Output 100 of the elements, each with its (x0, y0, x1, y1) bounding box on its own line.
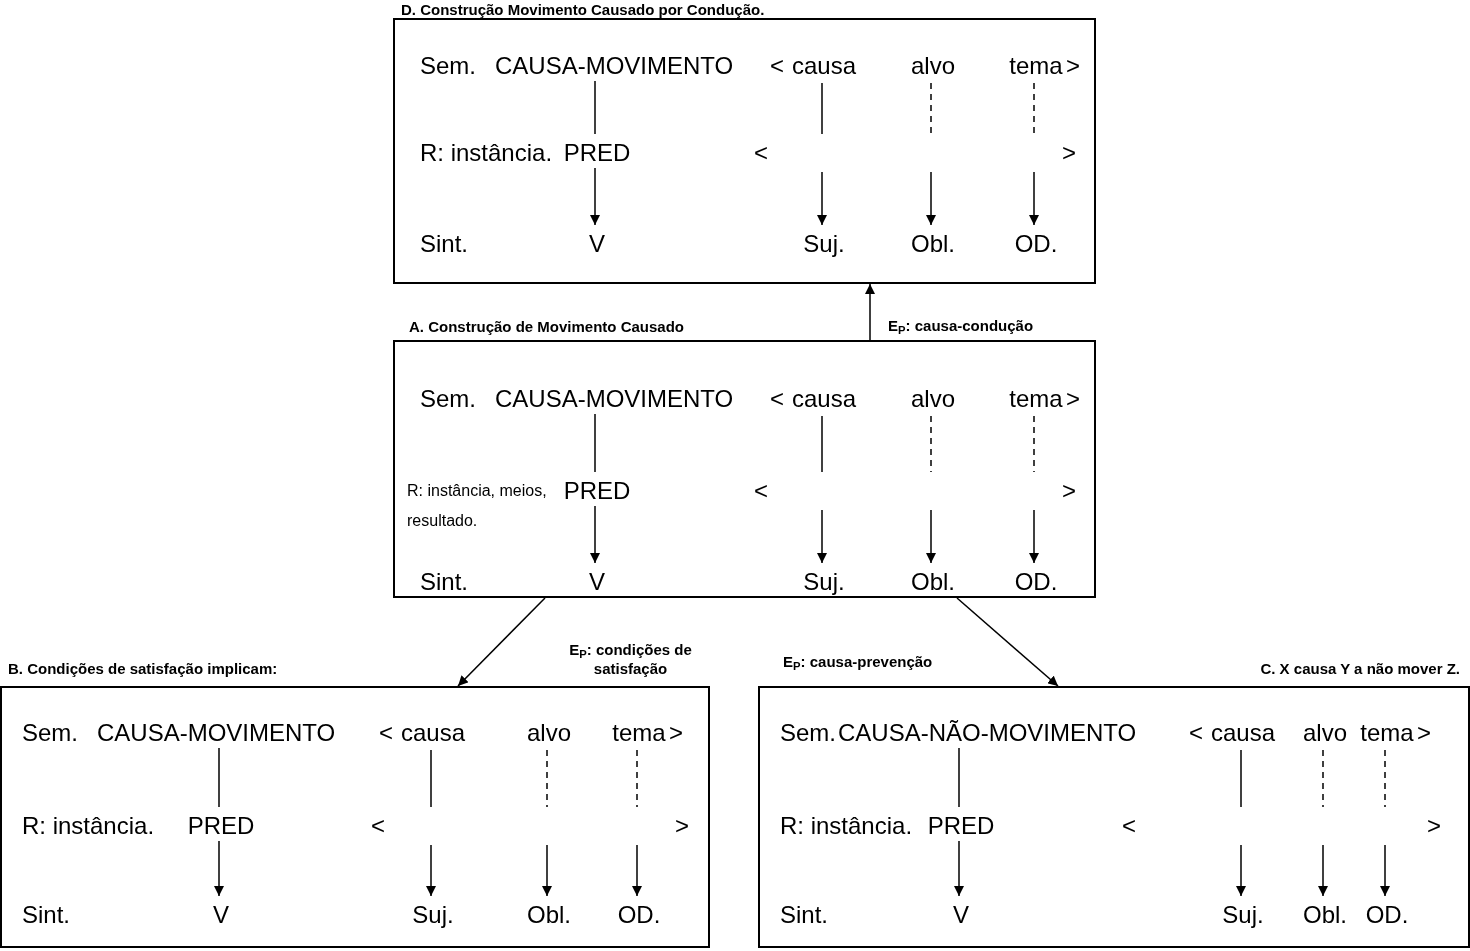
syntax-label: V (589, 230, 605, 258)
connector-line (930, 82, 932, 135)
connector-line (430, 749, 432, 808)
row-label: Sint. (420, 230, 469, 258)
connector-line (546, 749, 548, 808)
syntax-label: Suj. (803, 568, 845, 596)
connector-line (958, 747, 960, 808)
role-label: causa (401, 719, 465, 747)
row-label: Sint. (420, 568, 469, 596)
row-label: R: instância. (22, 812, 155, 840)
row-label: Sem. (780, 719, 836, 747)
syntax-label: OD. (617, 901, 661, 929)
bracket-symbol: > (1427, 812, 1441, 840)
bracket-symbol: > (1062, 477, 1076, 505)
bracket-symbol: < (754, 139, 768, 167)
predicate-label: PRED (187, 812, 255, 840)
row-label: R: instância. (780, 812, 913, 840)
connector-line (1322, 749, 1324, 808)
arrow (1380, 844, 1390, 897)
predicate-label: CAUSA-NÃO-MOVIMENTO (838, 719, 1137, 747)
syntax-label: Suj. (803, 230, 845, 258)
role-label: alvo (527, 719, 571, 747)
connector-line (1240, 749, 1242, 808)
connector-line (1033, 415, 1035, 473)
box-heading: A. Construção de Movimento Causado (409, 318, 685, 336)
row-label: R: instância, meios, resultado. (407, 481, 547, 531)
arrow (457, 597, 546, 687)
bracket-symbol: > (669, 719, 683, 747)
arrow (1318, 844, 1328, 897)
bracket-symbol: < (754, 477, 768, 505)
connector-line (636, 749, 638, 808)
predicate-label: PRED (563, 477, 631, 505)
role-label: causa (792, 52, 856, 80)
role-label: alvo (911, 385, 955, 413)
edge-label: E$_{P}$: condições de satisfação (568, 640, 693, 678)
connector-line (1384, 749, 1386, 808)
predicate-label: CAUSA-MOVIMENTO (495, 385, 734, 413)
row-label: Sem. (420, 385, 476, 413)
bracket-symbol: > (1066, 52, 1080, 80)
predicate-label: CAUSA-MOVIMENTO (495, 52, 734, 80)
connector-line (218, 747, 220, 808)
syntax-label: V (213, 901, 229, 929)
arrow (542, 844, 552, 897)
row-label: Sint. (22, 901, 71, 929)
bracket-symbol: < (379, 719, 393, 747)
syntax-label: V (589, 568, 605, 596)
role-label: tema (1009, 52, 1063, 80)
role-label: causa (792, 385, 856, 413)
connector-line (821, 415, 823, 473)
role-label: tema (1009, 385, 1063, 413)
syntax-label: Obl. (911, 230, 955, 258)
bracket-symbol: < (1189, 719, 1203, 747)
syntax-label: OD. (1365, 901, 1409, 929)
arrow (632, 844, 642, 897)
bracket-symbol: > (1066, 385, 1080, 413)
syntax-label: Obl. (527, 901, 571, 929)
role-label: tema (612, 719, 666, 747)
connector-line (594, 413, 596, 473)
row-label: Sem. (420, 52, 476, 80)
predicate-label: PRED (563, 139, 631, 167)
row-label: Sem. (22, 719, 78, 747)
arrow (954, 840, 964, 897)
bracket-symbol: > (1062, 139, 1076, 167)
syntax-label: Obl. (1303, 901, 1347, 929)
arrow (1236, 844, 1246, 897)
predicate-label: PRED (927, 812, 995, 840)
connector-line (821, 82, 823, 135)
role-label: alvo (1303, 719, 1347, 747)
bracket-symbol: < (1122, 812, 1136, 840)
arrow (865, 283, 875, 341)
bracket-symbol: > (1417, 719, 1431, 747)
role-label: causa (1211, 719, 1275, 747)
box-heading: D. Construção Movimento Causado por Condução. (401, 1, 765, 19)
syntax-label: OD. (1014, 230, 1058, 258)
bracket-symbol: > (675, 812, 689, 840)
edge-label: E$_{P}$: causa-condução (888, 316, 1034, 335)
role-label: tema (1360, 719, 1414, 747)
syntax-label: Suj. (412, 901, 454, 929)
box-heading: C. X causa Y a não mover Z. (1260, 660, 1460, 678)
row-label: R: instância. (420, 139, 553, 167)
syntax-label: Suj. (1222, 901, 1264, 929)
predicate-label: CAUSA-MOVIMENTO (97, 719, 336, 747)
arrow (426, 844, 436, 897)
arrow (1029, 171, 1039, 226)
connector-line (1033, 82, 1035, 135)
syntax-label: Obl. (911, 568, 955, 596)
arrow (926, 171, 936, 226)
connector-line (594, 80, 596, 135)
arrow (817, 509, 827, 564)
syntax-label: V (953, 901, 969, 929)
arrow (926, 509, 936, 564)
edge-label: E$_{P}$: causa-prevenção (783, 652, 933, 671)
role-label: alvo (911, 52, 955, 80)
arrow (1029, 509, 1039, 564)
bracket-symbol: < (770, 385, 784, 413)
arrow (590, 505, 600, 564)
arrow (956, 597, 1059, 687)
arrow (590, 167, 600, 226)
arrow (214, 840, 224, 897)
bracket-symbol: < (371, 812, 385, 840)
